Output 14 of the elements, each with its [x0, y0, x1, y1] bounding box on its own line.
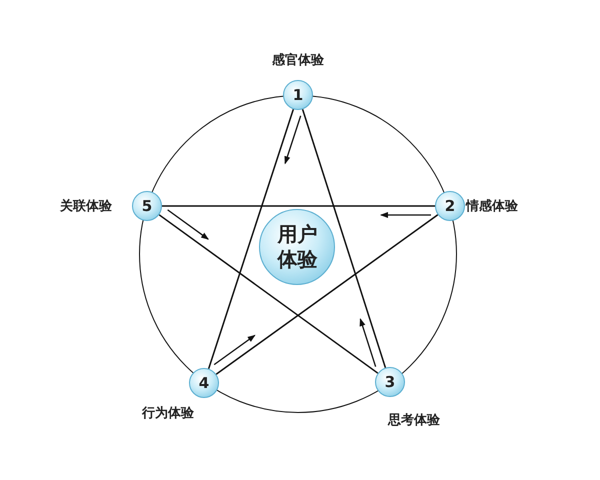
star-line: [162, 205, 435, 207]
star-line: [208, 109, 294, 369]
number-circle: 1: [283, 80, 313, 110]
stage-label: 关联体验: [60, 198, 112, 215]
number-circle: 2: [435, 191, 465, 221]
number-circle: 5: [132, 191, 162, 221]
center-circle: 用户体验: [259, 209, 336, 286]
star-line: [158, 214, 378, 374]
stage-label: 思考体验: [388, 412, 440, 429]
stage-label: 行为体验: [142, 405, 194, 422]
stage-label: 情感体验: [466, 198, 518, 215]
stage-label: 感官体验: [272, 52, 324, 69]
star-line: [216, 214, 438, 375]
star-line: [302, 109, 386, 368]
